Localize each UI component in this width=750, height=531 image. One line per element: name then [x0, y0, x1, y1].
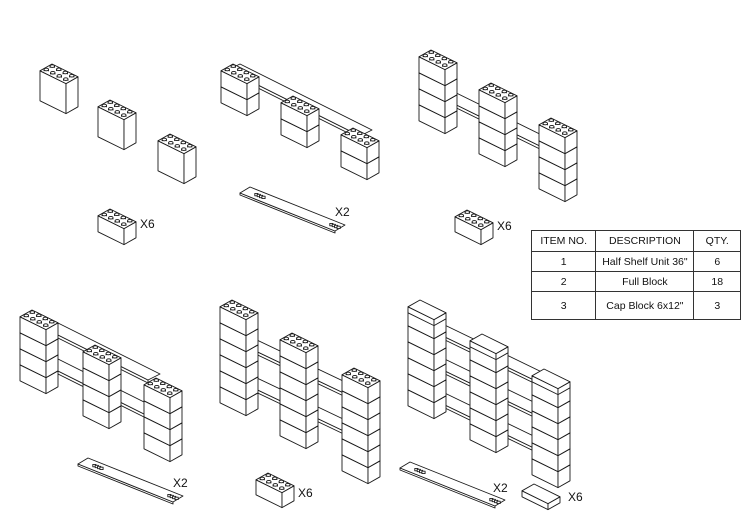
- block: [220, 63, 260, 101]
- step-3: [418, 49, 578, 246]
- block: [478, 82, 518, 120]
- block-column: [478, 82, 518, 168]
- cap-block: [531, 368, 571, 396]
- bom-qty: 18: [693, 271, 741, 292]
- block: [39, 63, 79, 115]
- bom-header-description: DESCRIPTION: [595, 230, 695, 252]
- bom-item-no: 1: [530, 251, 597, 272]
- block: [97, 208, 137, 246]
- step-5: [219, 299, 381, 509]
- qty-label-step2: X2: [335, 205, 350, 219]
- block: [418, 49, 458, 87]
- block-column: [280, 95, 320, 149]
- block-column: [469, 336, 509, 454]
- step-2: [220, 63, 380, 234]
- block-column: [19, 309, 59, 395]
- qty-label-step6-shelf: X2: [493, 481, 508, 495]
- bom-description: Full Block: [595, 271, 695, 292]
- shelf-part: [399, 461, 506, 509]
- block: [279, 332, 319, 370]
- bom-header-item-no: ITEM NO.: [530, 230, 597, 252]
- block: [82, 344, 122, 382]
- block-column: [82, 344, 122, 430]
- block-column: [340, 127, 380, 181]
- block-column: [279, 332, 319, 450]
- block: [538, 117, 578, 155]
- block-column: [538, 117, 578, 203]
- step-4: [19, 309, 184, 505]
- bom-description: Cap Block 6x12": [595, 291, 695, 320]
- block: [341, 367, 381, 405]
- qty-label-step6-cap: X6: [568, 490, 583, 504]
- block-column: [418, 49, 458, 135]
- block: [97, 99, 137, 151]
- step-6: [399, 299, 571, 511]
- qty-label-step1: X6: [140, 217, 155, 231]
- block: [143, 377, 183, 415]
- qty-label-step5: X6: [298, 486, 313, 500]
- bom-qty: 6: [693, 251, 741, 272]
- block: [280, 95, 320, 133]
- block-column: [341, 367, 381, 485]
- qty-label-step4: X2: [173, 476, 188, 490]
- block: [340, 127, 380, 165]
- block: [255, 472, 295, 509]
- bom-item-no: 2: [530, 271, 597, 292]
- bom-item-no: 3: [530, 291, 597, 320]
- block-column: [143, 377, 183, 463]
- block: [219, 299, 259, 337]
- bom-row: 2 Full Block 18: [530, 271, 741, 292]
- block-column: [220, 63, 260, 117]
- bom-row: 3 Cap Block 6x12" 3: [530, 291, 741, 320]
- cap-block: [521, 483, 561, 511]
- bom-qty: 3: [693, 291, 741, 320]
- block: [157, 133, 197, 185]
- shelf-part: [239, 186, 346, 234]
- qty-label-step3: X6: [497, 219, 512, 233]
- bom-row: 1 Half Shelf Unit 36" 6: [530, 251, 741, 272]
- cap-block: [407, 299, 447, 327]
- block: [454, 209, 494, 246]
- bom-header-row: ITEM NO. DESCRIPTION QTY.: [530, 230, 741, 252]
- block-column: [219, 299, 259, 417]
- shelf-part: [77, 457, 184, 505]
- step-1: [39, 63, 197, 246]
- bom-description: Half Shelf Unit 36": [595, 251, 695, 272]
- bom-header-qty: QTY.: [693, 230, 741, 252]
- block: [19, 309, 59, 347]
- cap-block: [469, 333, 509, 361]
- bill-of-materials-table: ITEM NO. DESCRIPTION QTY. 1 Half Shelf U…: [530, 230, 741, 320]
- block-column: [531, 371, 571, 489]
